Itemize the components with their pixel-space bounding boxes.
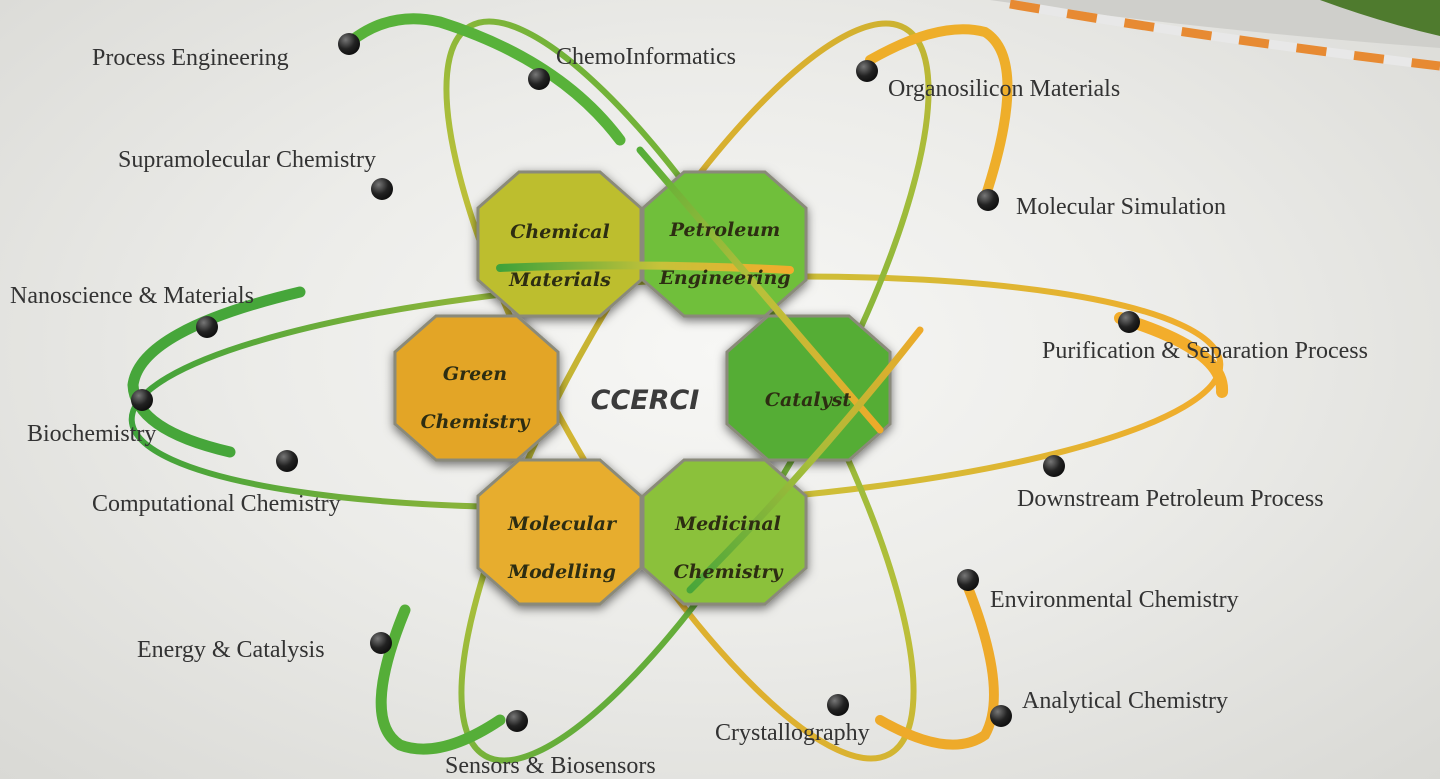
- topic-environmental-chemistry: Environmental Chemistry: [990, 587, 1239, 613]
- hex-molecular-modelling: [476, 458, 643, 606]
- topic-molecular-simulation: Molecular Simulation: [1016, 194, 1226, 220]
- hex-line2: Chemistry: [673, 561, 783, 583]
- topic-biochemistry: Biochemistry: [27, 421, 157, 447]
- hex-cluster: [393, 170, 892, 606]
- road-decoration: [990, 0, 1440, 71]
- hex-line1: Medicinal: [675, 513, 781, 535]
- topic-organosilicon-materials: Organosilicon Materials: [888, 76, 1121, 102]
- node-dot: [528, 68, 550, 90]
- node-dot: [1043, 455, 1065, 477]
- topic-chemoinformatics: ChemoInformatics: [556, 44, 736, 70]
- topic-computational-chemistry: Computational Chemistry: [92, 491, 341, 517]
- topic-process-engineering: Process Engineering: [92, 45, 289, 71]
- node-dot: [370, 632, 392, 654]
- topic-downstream-petroleum: Downstream Petroleum Process: [1017, 486, 1324, 512]
- node-dot: [1118, 311, 1140, 333]
- hex-line2: Chemistry: [420, 411, 530, 433]
- hex-chemical-materials: [476, 170, 643, 318]
- hex-line2: Modelling: [508, 561, 616, 583]
- hex-line1: Green: [442, 363, 508, 385]
- hex-green-chemistry: [393, 314, 560, 462]
- topic-nanoscience-materials: Nanoscience & Materials: [10, 283, 254, 309]
- node-dot: [977, 189, 999, 211]
- topic-energy-catalysis: Energy & Catalysis: [137, 637, 325, 663]
- node-dot: [506, 710, 528, 732]
- node-dot: [196, 316, 218, 338]
- hex-line1: Petroleum: [669, 219, 781, 241]
- orbit-foreground: [127, 13, 1229, 755]
- hex-label-chemical-materials: Chemical Materials: [475, 208, 645, 304]
- topic-crystallography: Crystallography: [715, 720, 870, 746]
- topic-sensors-biosensors: Sensors & Biosensors: [445, 753, 656, 779]
- topic-purification-separation: Purification & Separation Process: [1042, 338, 1368, 364]
- node-dot: [371, 178, 393, 200]
- hex-label-medicinal-chemistry: Medicinal Chemistry: [643, 500, 813, 596]
- hex-line1: Chemical: [510, 221, 610, 243]
- hex-label-petroleum-engineering: Petroleum Engineering: [640, 206, 810, 302]
- hex-medicinal-chemistry: [641, 458, 808, 606]
- topic-supramolecular-chemistry: Supramolecular Chemistry: [118, 147, 376, 173]
- node-dot: [957, 569, 979, 591]
- node-dot: [856, 60, 878, 82]
- hex-line2: Catalyst: [764, 389, 852, 411]
- hex-line2: Engineering: [659, 267, 791, 289]
- node-dot: [338, 33, 360, 55]
- hex-label-molecular-modelling: Molecular Modelling: [477, 500, 647, 596]
- node-dot: [990, 705, 1012, 727]
- hex-line2: Materials: [509, 269, 611, 291]
- topic-analytical-chemistry: Analytical Chemistry: [1022, 688, 1228, 714]
- hex-catalyst: [725, 314, 892, 462]
- hex-label-catalyst: Catalyst: [723, 376, 893, 424]
- hex-label-green-chemistry: Green Chemistry: [390, 350, 560, 446]
- hex-line1: Molecular: [508, 513, 616, 535]
- node-dot: [827, 694, 849, 716]
- node-dot: [131, 389, 153, 411]
- node-dot: [276, 450, 298, 472]
- center-title: CCERCI: [590, 385, 700, 416]
